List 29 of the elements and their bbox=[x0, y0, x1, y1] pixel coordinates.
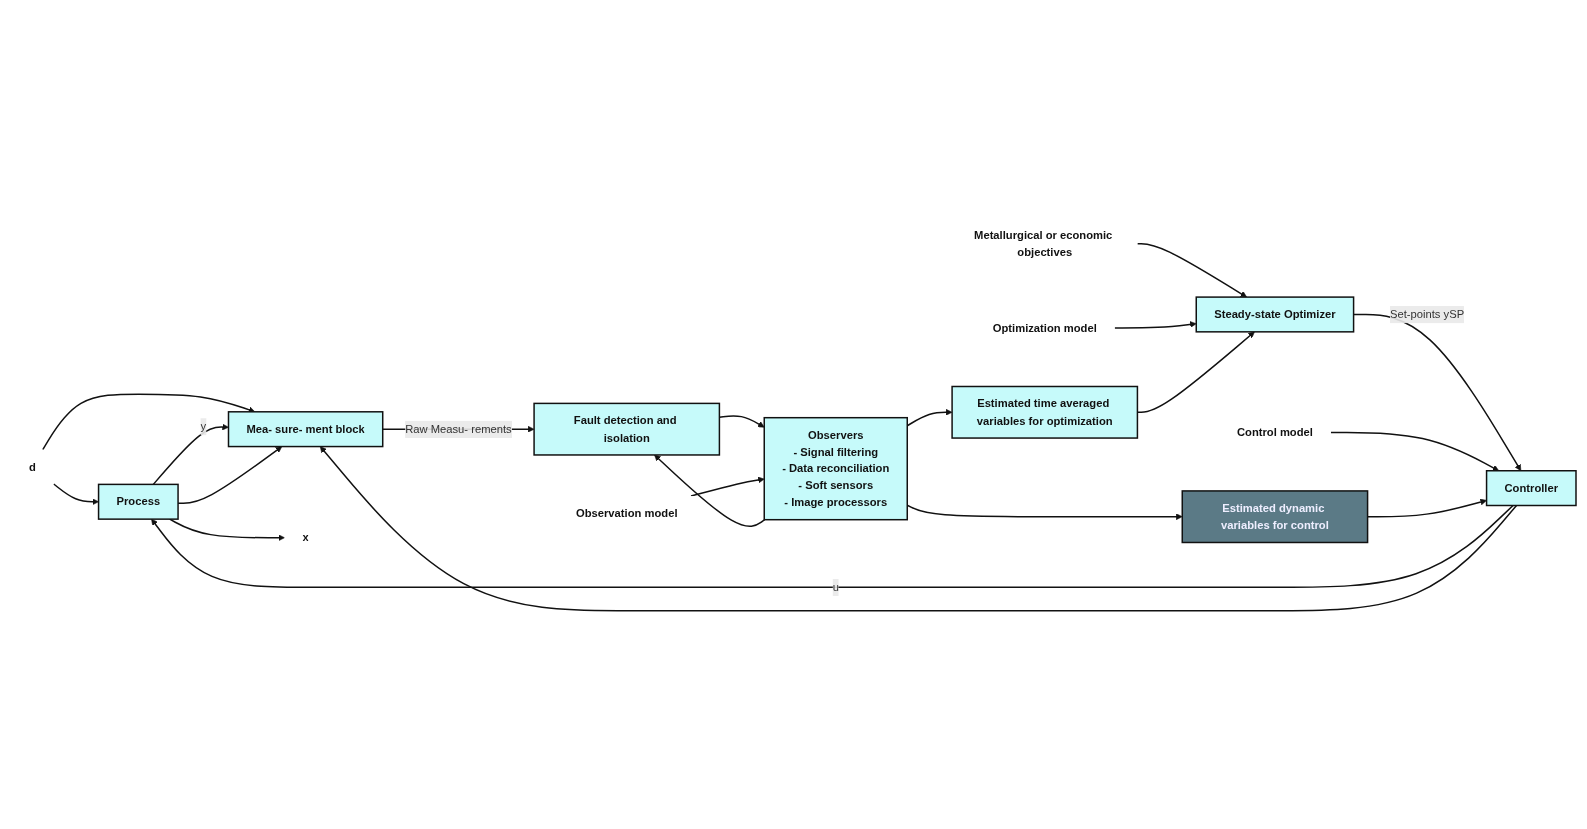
node-box: Process bbox=[97, 483, 179, 521]
node-box: Controller bbox=[1485, 470, 1577, 507]
node-box: Fault detection and isolation bbox=[533, 402, 721, 456]
arrow bbox=[53, 483, 99, 506]
node-box: Observers - Signal filtering - Data reconciliation - Soft sensors - Image processors bbox=[763, 417, 908, 521]
node-text: Metallurgical or economic objectives bbox=[974, 228, 1113, 259]
node-text: Optimization model bbox=[992, 321, 1097, 334]
node-text: d bbox=[28, 460, 36, 474]
arrow bbox=[1330, 431, 1500, 472]
arrow bbox=[151, 504, 1514, 589]
arrow bbox=[1136, 243, 1247, 298]
edge-label: u bbox=[832, 580, 839, 594]
arrow bbox=[152, 423, 229, 486]
node-box: Estimated time averaged variables for optimization bbox=[951, 385, 1139, 439]
arrow bbox=[42, 393, 256, 451]
edge-label: y bbox=[200, 419, 207, 433]
node-text: Control model bbox=[1236, 425, 1313, 439]
arrow bbox=[319, 446, 1518, 612]
arrow bbox=[168, 518, 285, 542]
node-box: Estimated dynamic variables for control bbox=[1181, 490, 1369, 544]
node-box: Steady-state Optimizer bbox=[1195, 296, 1355, 333]
arrow bbox=[654, 454, 766, 528]
node-text: x bbox=[302, 530, 309, 544]
edge-label: Set-points ySP bbox=[1390, 307, 1465, 321]
arrow bbox=[690, 476, 765, 497]
node-text: Observation model bbox=[575, 506, 678, 520]
edge-label: Raw Measu- rements bbox=[405, 422, 512, 436]
arrow bbox=[1113, 321, 1197, 329]
node-box: Mea- sure- ment block bbox=[227, 411, 384, 448]
